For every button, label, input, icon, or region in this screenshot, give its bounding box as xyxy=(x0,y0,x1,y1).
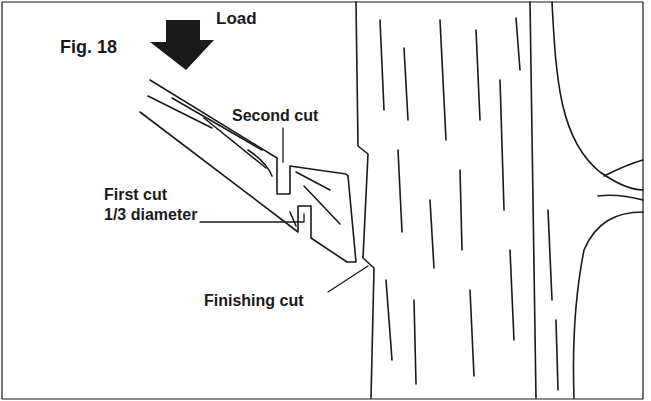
leader-line xyxy=(200,214,304,222)
cut-label: First cut xyxy=(104,186,167,204)
side-branch-grain xyxy=(598,195,643,200)
trunk-grain xyxy=(510,250,514,340)
grain-line xyxy=(248,150,272,176)
trunk-grain xyxy=(530,2,536,398)
trunk-left-edge xyxy=(356,2,374,398)
trunk-grain xyxy=(404,48,408,120)
cut-label: Finishing cut xyxy=(204,292,304,310)
cut-label: Second cut xyxy=(232,107,318,125)
trunk-grain xyxy=(516,18,520,70)
branch-lower-edge xyxy=(140,112,347,262)
trunk-right-edge xyxy=(573,212,643,398)
frame xyxy=(2,2,643,399)
trunk-grain xyxy=(460,170,462,250)
trunk-grain xyxy=(500,80,504,210)
grain-line xyxy=(148,96,212,128)
trunk-grain xyxy=(386,280,392,360)
load-arrow xyxy=(150,20,214,70)
load-label: Load xyxy=(216,10,257,29)
dimension-label: 1/3 diameter xyxy=(104,206,197,224)
trunk-grain xyxy=(380,20,384,110)
grain-line xyxy=(290,212,296,226)
branch-stub-face xyxy=(347,176,356,262)
trunk-grain xyxy=(414,300,416,384)
leader-line xyxy=(282,128,283,162)
trunk-grain xyxy=(556,320,558,390)
trunk-grain xyxy=(430,200,434,268)
leader-line xyxy=(328,266,368,292)
side-branch-grain xyxy=(604,160,643,176)
figure-number: Fig. 18 xyxy=(60,38,117,58)
trunk-grain xyxy=(548,210,552,300)
grain-line xyxy=(296,172,330,190)
grain-line xyxy=(204,118,266,168)
trunk-grain xyxy=(470,290,474,376)
branch-upper-edge xyxy=(150,80,348,194)
trunk-grain xyxy=(476,30,480,120)
trunk-grain xyxy=(440,20,446,140)
trunk-grain xyxy=(398,150,402,232)
trunk-right-edge xyxy=(552,2,643,190)
grain-line xyxy=(304,186,340,224)
